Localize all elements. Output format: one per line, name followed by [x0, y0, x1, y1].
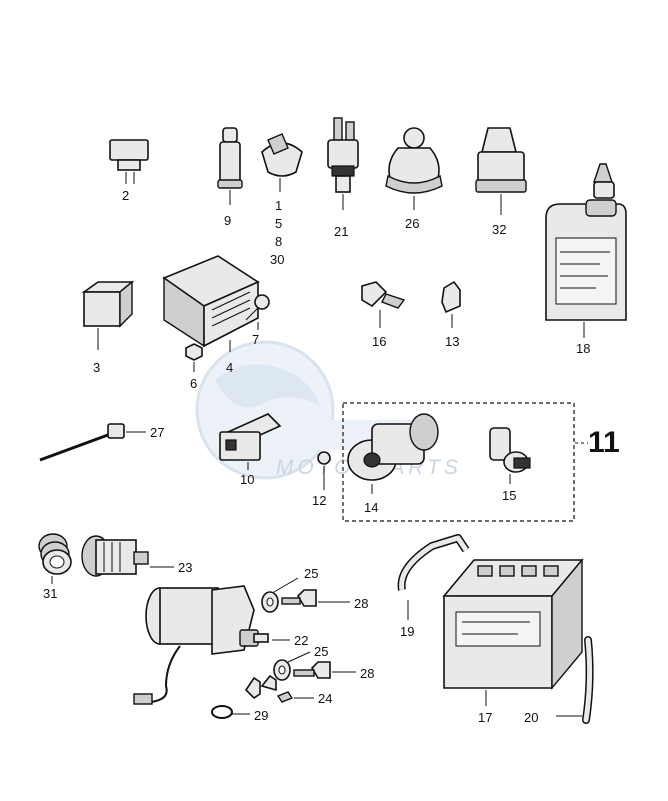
part-15-lock[interactable]: 15: [489, 427, 531, 503]
callout-8: 8: [275, 234, 282, 249]
part-3-relay[interactable]: 3: [81, 280, 135, 375]
callout-7: 7: [252, 332, 259, 347]
callout-5: 5: [275, 216, 282, 231]
callout-6: 6: [190, 376, 197, 391]
group-label-11: 11: [588, 426, 620, 459]
callout-19: 19: [400, 624, 414, 639]
part-25-washer-upper[interactable]: 25: [261, 566, 318, 613]
callout-29: 29: [254, 708, 268, 723]
callout-23: 23: [178, 560, 192, 575]
callout-17: 17: [478, 710, 492, 725]
part-2-fuse[interactable]: 2: [109, 139, 149, 203]
callout-9: 9: [224, 213, 231, 228]
callout-32: 32: [492, 222, 506, 237]
callout-1: 1: [275, 198, 282, 213]
callout-2: 2: [122, 188, 129, 203]
callout-25a: 25: [304, 566, 318, 581]
callout-16: 16: [372, 334, 386, 349]
part-28-bolt-lower[interactable]: 28: [293, 661, 374, 681]
callout-3: 3: [93, 360, 100, 375]
part-12-screw[interactable]: 12: [312, 451, 331, 508]
part-10-relay[interactable]: 10: [219, 413, 282, 487]
callout-14: 14: [364, 500, 378, 515]
part-27-cable-tie[interactable]: 27: [39, 423, 164, 462]
callout-31: 31: [43, 586, 57, 601]
part-25-washer-lower[interactable]: 25: [273, 644, 328, 681]
part-26-boot[interactable]: 26: [385, 127, 443, 231]
part-9-fuse-holder[interactable]: 9: [217, 127, 243, 228]
callout-25b: 25: [314, 644, 328, 659]
part-18-oil-bottle[interactable]: 18: [545, 163, 627, 356]
part-13-bracket[interactable]: 13: [441, 280, 461, 349]
part-24-clip[interactable]: 24: [244, 674, 332, 706]
callout-18: 18: [576, 341, 590, 356]
part-20-hose[interactable]: 20: [524, 636, 594, 725]
part-29-o-ring[interactable]: 29: [211, 705, 268, 723]
part-6-nut[interactable]: 6: [185, 343, 203, 391]
callout-4: 4: [226, 360, 233, 375]
part-17-battery[interactable]: 17: [442, 558, 584, 725]
part-7-bolt[interactable]: 7: [245, 294, 270, 347]
callout-26: 26: [405, 216, 419, 231]
part-16-connector[interactable]: 16: [361, 281, 406, 349]
part-19-strap[interactable]: 19: [397, 534, 470, 639]
callout-28a: 28: [354, 596, 368, 611]
callout-21: 21: [334, 224, 348, 239]
callout-27: 27: [150, 425, 164, 440]
part-4-regulator[interactable]: 4: [162, 255, 260, 375]
part-32-cover[interactable]: 32: [475, 127, 527, 237]
part-21-stop-switch[interactable]: 21: [327, 117, 359, 239]
callout-30: 30: [270, 252, 284, 267]
group-11-ignition[interactable]: 11 14 15: [342, 402, 620, 522]
part-31-spring[interactable]: 31: [38, 533, 72, 601]
part-22-starter-motor[interactable]: 22: [133, 585, 308, 705]
callout-28b: 28: [360, 666, 374, 681]
part-28-bolt-upper[interactable]: 28: [281, 589, 368, 611]
part-14-ignition-switch[interactable]: 14: [347, 413, 439, 515]
callout-20: 20: [524, 710, 538, 725]
callout-10: 10: [240, 472, 254, 487]
callout-15: 15: [502, 488, 516, 503]
callout-13: 13: [445, 334, 459, 349]
callout-22: 22: [294, 633, 308, 648]
part-1-clip[interactable]: 1 5 8 30: [261, 133, 303, 267]
callout-12: 12: [312, 493, 326, 508]
callout-24: 24: [318, 691, 332, 706]
part-23-starter-gear[interactable]: 23: [81, 535, 192, 577]
